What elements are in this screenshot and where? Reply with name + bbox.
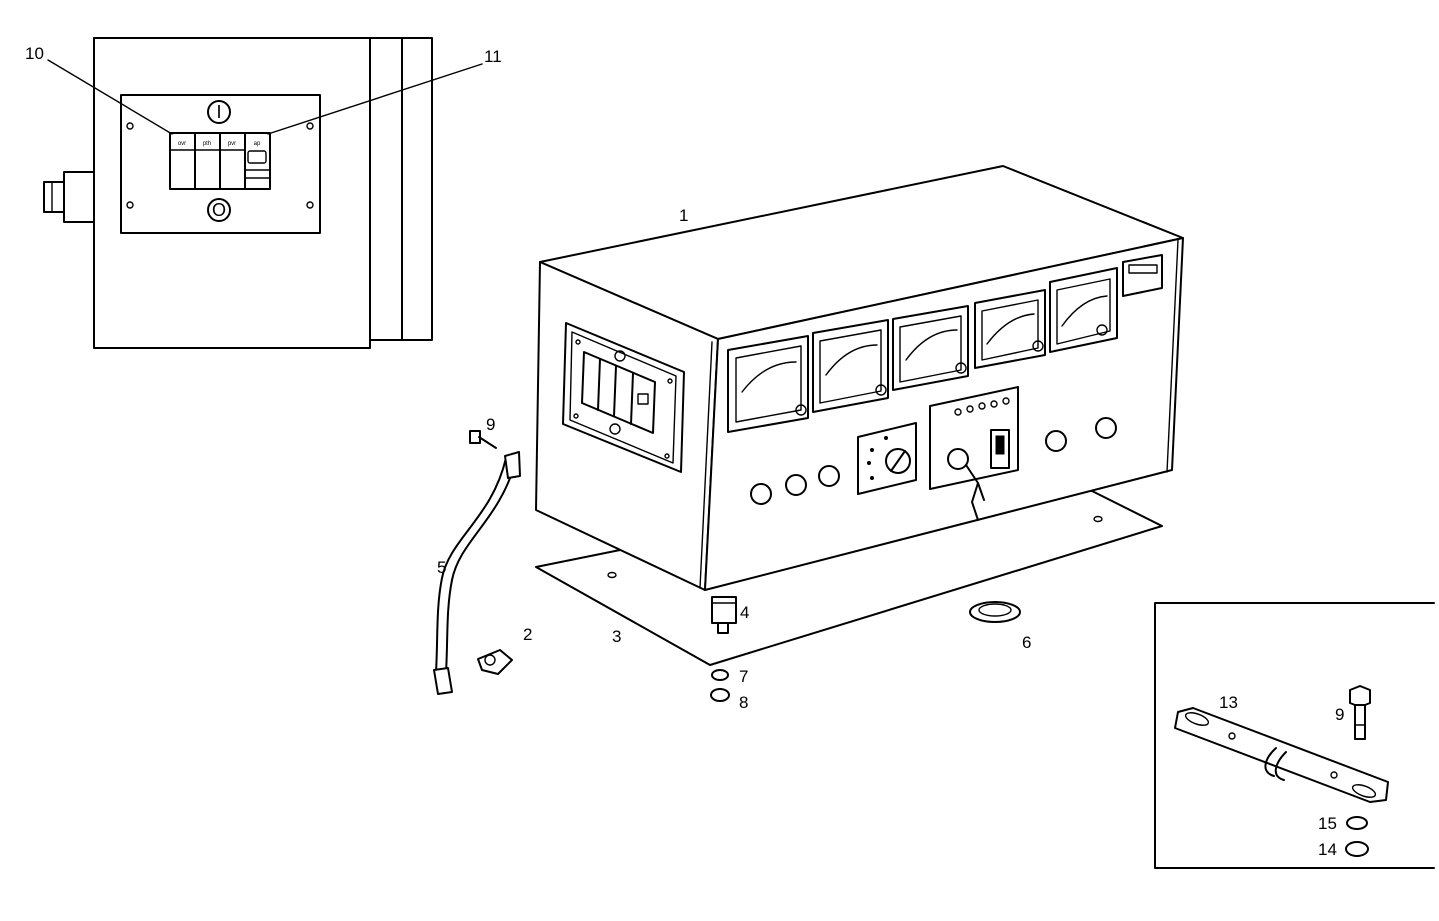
bolt-9-left [469,430,497,449]
svg-text:pth: pth [203,141,211,147]
gauge-3 [892,305,969,391]
inset-bracket-detail: 13 9 15 14 [1154,602,1435,869]
gauge-2 [812,319,889,413]
callout-7: 7 [739,667,748,686]
grommet [969,601,1021,623]
callout-8: 8 [739,693,748,712]
callout-9: 9 [486,415,495,434]
hour-counter [1122,254,1163,297]
nut-14 [1345,841,1369,857]
on-symbol: I [207,100,231,124]
washer-15 [1346,816,1368,830]
callout-4: 4 [740,603,749,622]
detail-switch-box: I O ovr pth pvr ap 10 11 [25,37,502,349]
knob-2 [785,474,807,496]
callout-10: 10 [25,44,44,63]
gauge-4 [974,289,1046,369]
knob-3 [818,465,840,487]
knob-5 [1095,417,1117,439]
callout-1: 1 [679,206,688,225]
callout-3: 3 [612,627,621,646]
off-symbol: O [207,198,231,222]
gauge-5 [1049,267,1118,353]
callout-13: 13 [1219,693,1238,712]
bracket [1174,707,1389,803]
knob-1 [750,483,772,505]
base-plate [535,489,1163,666]
callout-2: 2 [523,625,532,644]
bolt-9-inset [1349,685,1371,740]
control-box [535,165,1184,591]
callout-5: 5 [437,558,446,577]
callout-6: 6 [1022,633,1031,652]
svg-text:ap: ap [254,141,261,147]
key-switch-panel [929,386,1019,521]
callout-11: 11 [484,47,502,66]
svg-text:ovr: ovr [178,141,186,147]
nut-8 [710,688,730,702]
gauge-1 [727,335,809,433]
callout-15: 15 [1318,814,1337,833]
cable-clamp [477,649,513,675]
ground-cable [433,451,521,695]
detail-breakers: ovr pth pvr ap [169,132,271,190]
knob-4 [1045,430,1067,452]
rubber-mount [711,596,737,634]
washer-7 [711,669,729,681]
selector-switch [857,422,917,495]
callout-14: 14 [1318,840,1337,859]
side-knob [43,171,95,223]
svg-text:I: I [216,102,221,122]
side-breaker-panel [562,322,685,473]
svg-text:O: O [212,200,226,220]
callout-9-inset: 9 [1335,705,1344,724]
svg-text:pvr: pvr [228,141,236,147]
